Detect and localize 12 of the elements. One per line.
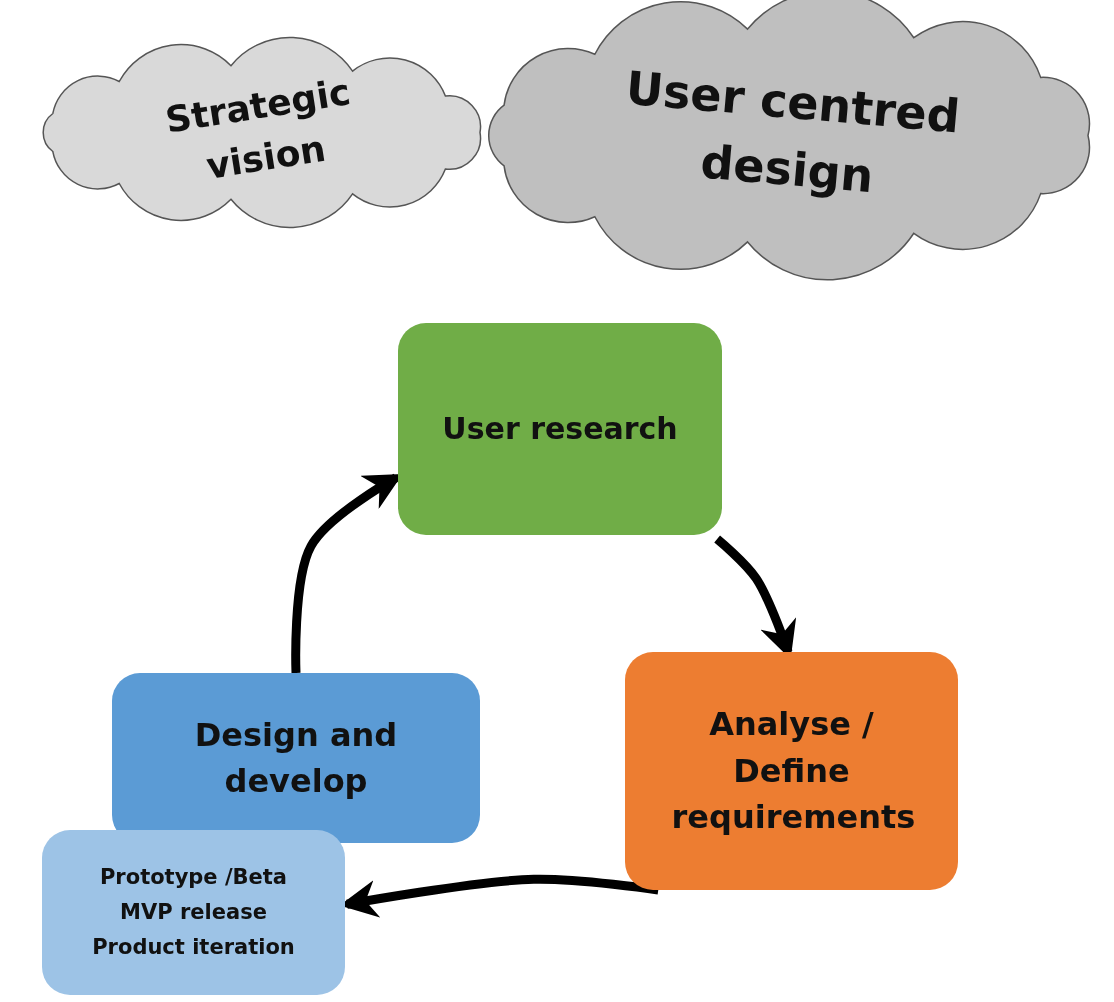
- node-label: User research: [442, 410, 678, 449]
- node-label: Analyse / Define requirements: [671, 704, 912, 839]
- node-label: Strategic vision: [161, 70, 354, 190]
- stage-item: MVP release: [120, 899, 267, 926]
- stage-item: Prototype /Beta: [99, 864, 288, 890]
- process-box: [112, 673, 480, 843]
- process-box: [42, 830, 345, 995]
- process-box: [398, 323, 722, 535]
- process-box: [625, 652, 958, 890]
- stage-item: Product iteration: [92, 935, 295, 961]
- node-label: User centred design: [622, 59, 963, 205]
- node-label: Design and develop: [193, 714, 399, 802]
